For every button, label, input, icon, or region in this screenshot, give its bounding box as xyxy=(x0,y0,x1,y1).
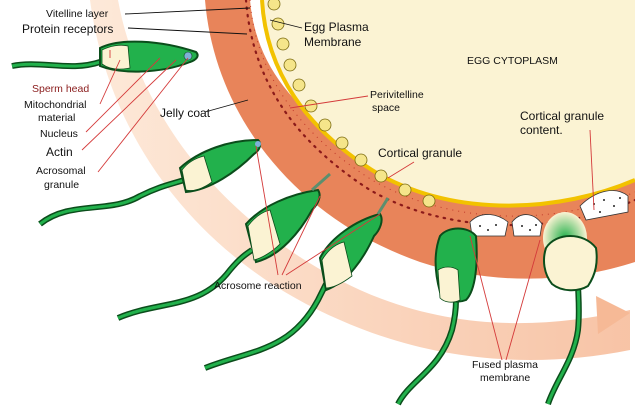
label-actin: Actin xyxy=(46,145,73,159)
label-egg-plasma-membrane-2: Membrane xyxy=(304,35,362,49)
sperm-2 xyxy=(38,138,262,227)
sperm-6 xyxy=(543,235,598,405)
vitelline-layer-band xyxy=(205,0,635,279)
jelly-arrow-head xyxy=(596,296,630,334)
sperm-4 xyxy=(203,197,390,371)
label-fused-1: Fused plasma xyxy=(472,359,538,371)
sperm-1 xyxy=(11,40,199,73)
cortical-granules xyxy=(267,0,436,208)
leader-lines xyxy=(81,7,595,361)
label-perivitelline-1: Perivitelline xyxy=(370,89,424,101)
label-jelly-coat: Jelly coat xyxy=(160,106,211,120)
label-acrosomal-1: Acrosomal xyxy=(36,165,86,177)
label-perivitelline-2: space xyxy=(372,102,400,114)
fused-granule-pockets xyxy=(469,190,629,237)
label-acrosome-reaction: Acrosome reaction xyxy=(214,280,302,292)
label-egg-cytoplasm: EGG CYTOPLASM xyxy=(467,55,558,67)
egg-cytoplasm-area xyxy=(262,0,635,206)
label-vitelline-layer: Vitelline layer xyxy=(46,8,109,20)
label-acrosomal-2: granule xyxy=(44,179,79,191)
vitelline-outline xyxy=(249,0,635,217)
label-cortical-content-2: content. xyxy=(520,123,563,137)
label-sperm-head: Sperm head xyxy=(32,83,89,95)
label-nucleus: Nucleus xyxy=(40,128,78,140)
sperm-5 xyxy=(395,227,478,406)
label-mitochondrial-1: Mitochondrial xyxy=(24,99,86,111)
label-mitochondrial-2: material xyxy=(38,112,75,124)
label-cortical-content-1: Cortical granule xyxy=(520,109,604,123)
label-protein-receptors: Protein receptors xyxy=(22,22,113,36)
sperm-3 xyxy=(116,172,331,321)
label-egg-plasma-membrane-1: Egg Plasma xyxy=(304,20,369,34)
label-cortical-granule: Cortical granule xyxy=(378,146,462,160)
label-fused-2: membrane xyxy=(480,372,530,384)
